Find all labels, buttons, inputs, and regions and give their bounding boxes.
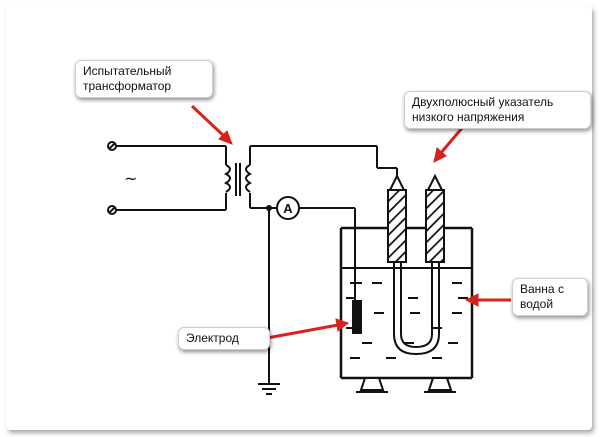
water-dashes <box>346 282 468 359</box>
indicator-tube <box>393 333 440 356</box>
transformer <box>223 145 377 208</box>
electrode <box>352 300 362 334</box>
indicator-probe-left <box>387 173 407 334</box>
ammeter-symbol: A <box>283 201 293 216</box>
pointer-arrows <box>190 104 511 342</box>
input-terminals <box>107 141 227 215</box>
callout-transformer: Испытательный трансформатор <box>75 60 213 98</box>
indicator-probe-right <box>425 173 445 334</box>
ac-source-symbol: ~ <box>124 169 137 188</box>
callout-indicator: Двухполюсный указатель низкого напряжени… <box>404 91 591 129</box>
arrow-transformer <box>190 104 233 145</box>
secondary-wiring <box>250 146 398 384</box>
arrow-bath <box>464 293 511 307</box>
junction-dot <box>266 205 272 211</box>
bath-feet <box>356 377 456 393</box>
ammeter: A <box>276 196 300 220</box>
ground-symbol <box>258 383 280 395</box>
callout-bath: Ванна с водой <box>512 278 588 316</box>
callout-electrode: Электрод <box>178 327 270 350</box>
